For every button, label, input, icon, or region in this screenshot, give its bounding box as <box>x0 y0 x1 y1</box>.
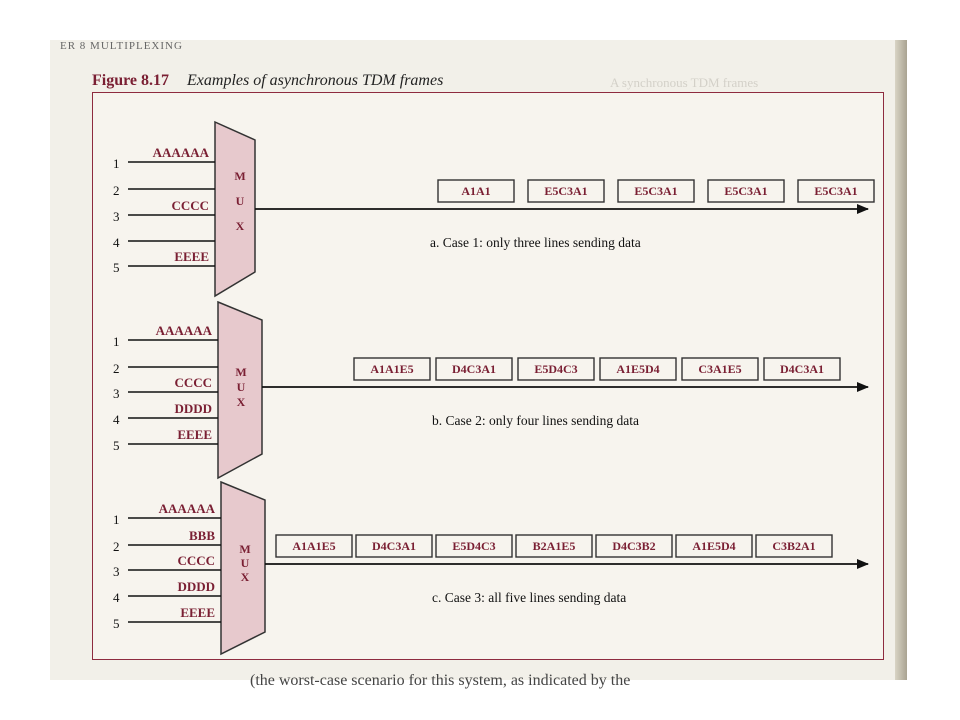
line-data-label: CCCC <box>177 553 215 568</box>
line-data-label: CCCC <box>174 375 212 390</box>
frame-slot <box>681 357 759 381</box>
frame-slot <box>797 179 875 203</box>
frame-slot-label: A1E5D4 <box>692 539 735 553</box>
line-number: 5 <box>113 438 120 453</box>
line-number: 1 <box>113 512 120 527</box>
line-data-label: EEEE <box>177 427 212 442</box>
frame-slot-label: D4C3B2 <box>612 539 655 553</box>
frame-slot-label: E5C3A1 <box>544 184 587 198</box>
mux-letter: M <box>239 542 250 556</box>
frame-slot-label: E5D4C3 <box>452 539 495 553</box>
line-data-label: BBB <box>189 528 215 543</box>
frame-slot <box>435 357 513 381</box>
figure-number: Figure 8.17 <box>92 72 170 89</box>
line-data-label: EEEE <box>180 605 215 620</box>
line-number: 3 <box>113 386 120 401</box>
frame-slot-label: B2A1E5 <box>533 539 576 553</box>
line-number: 4 <box>113 412 120 427</box>
frame-slot-label: A1A1 <box>461 184 490 198</box>
line-data-label: DDDD <box>174 401 212 416</box>
mux-letter: X <box>236 219 245 233</box>
frame-slot-label: E5C3A1 <box>724 184 767 198</box>
frame-slot <box>527 179 605 203</box>
line-data-label: AAAAAA <box>156 323 213 338</box>
figure-title: Figure 8.17 Examples of asynchronous TDM… <box>92 72 443 90</box>
line-number: 5 <box>113 260 120 275</box>
bleed-through-text: A synchronous TDM frames <box>610 75 759 90</box>
line-data-label: CCCC <box>171 198 209 213</box>
mux-letter: M <box>234 169 245 183</box>
frame-slot <box>517 357 595 381</box>
line-number: 5 <box>113 616 120 631</box>
frame-slot-label: D4C3A1 <box>780 362 824 376</box>
line-number: 2 <box>113 361 120 376</box>
frame-slot <box>355 534 433 558</box>
frame-slot-label: A1A1E5 <box>292 539 335 553</box>
case-caption: a. Case 1: only three lines sending data <box>430 235 641 250</box>
frame-slot-label: E5C3A1 <box>814 184 857 198</box>
mux-letter: U <box>237 380 246 394</box>
frame-slot <box>763 357 841 381</box>
case-caption: b. Case 2: only four lines sending data <box>432 413 639 428</box>
frame-slot-label: C3A1E5 <box>698 362 741 376</box>
figure-caption: Examples of asynchronous TDM frames <box>187 72 444 89</box>
frame-slot-label: A1A1E5 <box>370 362 413 376</box>
frame-slot <box>617 179 695 203</box>
mux-block <box>214 120 256 298</box>
book-spine <box>895 40 907 680</box>
frame-slot <box>707 179 785 203</box>
frame-slot <box>435 534 513 558</box>
frame-slot-label: D4C3A1 <box>372 539 416 553</box>
frame-slot <box>675 534 753 558</box>
mux-letter: U <box>241 556 250 570</box>
mux-block <box>217 300 263 480</box>
frame-slot <box>437 179 515 203</box>
line-number: 4 <box>113 590 120 605</box>
line-number: 4 <box>113 235 120 250</box>
running-head: ER 8 MULTIPLEXING <box>60 40 183 52</box>
mux-letter: M <box>235 365 246 379</box>
frame-slot <box>599 357 677 381</box>
body-text-line: (the worst-case scenario for this system… <box>250 672 630 690</box>
mux-letter: X <box>237 395 246 409</box>
frame-slot-label: C3B2A1 <box>772 539 815 553</box>
line-number: 3 <box>113 564 120 579</box>
line-number: 1 <box>113 156 120 171</box>
frame-slot-label: E5C3A1 <box>634 184 677 198</box>
frame-slot <box>755 534 833 558</box>
line-data-label: AAAAAA <box>159 501 216 516</box>
line-number: 1 <box>113 334 120 349</box>
frame-slot-label: E5D4C3 <box>534 362 577 376</box>
body-text-right: (the worst-case scenario for this system… <box>250 672 631 689</box>
line-number: 2 <box>113 539 120 554</box>
frame-slot <box>275 534 353 558</box>
line-data-label: DDDD <box>177 579 215 594</box>
frame-slot <box>515 534 593 558</box>
line-number: 3 <box>113 209 120 224</box>
line-data-label: AAAAAA <box>153 145 210 160</box>
frame-slot-label: A1E5D4 <box>616 362 659 376</box>
frame-slot <box>353 357 431 381</box>
frame-slot <box>595 534 673 558</box>
line-data-label: EEEE <box>174 249 209 264</box>
line-number: 2 <box>113 183 120 198</box>
mux-letter: X <box>241 570 250 584</box>
case-caption: c. Case 3: all five lines sending data <box>432 590 626 605</box>
frame-slot-label: D4C3A1 <box>452 362 496 376</box>
mux-letter: U <box>236 194 245 208</box>
